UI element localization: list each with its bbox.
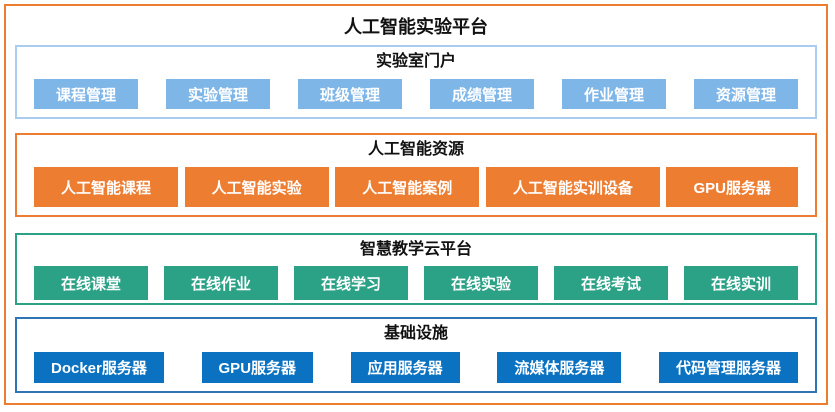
block-row: 在线课堂 在线作业 在线学习 在线实验 在线考试 在线实训 (17, 266, 815, 300)
block-homework-management: 作业管理 (562, 79, 666, 109)
block-gpu-server: GPU服务器 (666, 167, 798, 207)
section-title: 实验室门户 (375, 53, 456, 70)
section-smart-teaching-cloud: 智慧教学云平台 在线课堂 在线作业 在线学习 在线实验 在线考试 在线实训 (15, 233, 817, 305)
page-title: 人工智能实验平台 (344, 17, 488, 37)
section-infrastructure: 基础设施 Docker服务器 GPU服务器 应用服务器 流媒体服务器 代码管理服… (15, 317, 817, 393)
block-online-exam: 在线考试 (554, 266, 668, 300)
section-title: 人工智能资源 (367, 141, 464, 158)
block-docker-server: Docker服务器 (34, 352, 164, 383)
block-experiment-management: 实验管理 (166, 79, 270, 109)
block-gpu-server: GPU服务器 (201, 352, 314, 383)
block-ai-training-equipment: 人工智能实训设备 (485, 167, 660, 207)
block-online-homework: 在线作业 (164, 266, 278, 300)
section-title: 智慧教学云平台 (359, 241, 472, 258)
block-course-management: 课程管理 (34, 79, 138, 109)
block-ai-course: 人工智能课程 (34, 167, 179, 207)
block-grade-management: 成绩管理 (430, 79, 534, 109)
block-row: 人工智能课程 人工智能实验 人工智能案例 人工智能实训设备 GPU服务器 (17, 167, 815, 207)
block-ai-experiment: 人工智能实验 (184, 167, 329, 207)
section-ai-resources: 人工智能资源 人工智能课程 人工智能实验 人工智能案例 人工智能实训设备 GPU… (15, 133, 817, 217)
platform-diagram-frame: 人工智能实验平台 实验室门户 课程管理 实验管理 班级管理 成绩管理 作业管理 … (4, 4, 828, 405)
block-online-training: 在线实训 (684, 266, 798, 300)
block-online-experiment: 在线实验 (424, 266, 538, 300)
block-row: 课程管理 实验管理 班级管理 成绩管理 作业管理 资源管理 (17, 79, 815, 109)
block-streaming-server: 流媒体服务器 (497, 352, 622, 383)
block-code-management-server: 代码管理服务器 (658, 352, 798, 383)
block-online-learning: 在线学习 (294, 266, 408, 300)
block-class-management: 班级管理 (298, 79, 402, 109)
section-lab-portal: 实验室门户 课程管理 实验管理 班级管理 成绩管理 作业管理 资源管理 (15, 45, 817, 119)
block-app-server: 应用服务器 (350, 352, 460, 383)
block-online-classroom: 在线课堂 (34, 266, 148, 300)
block-resource-management: 资源管理 (694, 79, 798, 109)
block-row: Docker服务器 GPU服务器 应用服务器 流媒体服务器 代码管理服务器 (17, 352, 815, 383)
section-title: 基础设施 (383, 325, 448, 342)
block-ai-case: 人工智能案例 (335, 167, 480, 207)
